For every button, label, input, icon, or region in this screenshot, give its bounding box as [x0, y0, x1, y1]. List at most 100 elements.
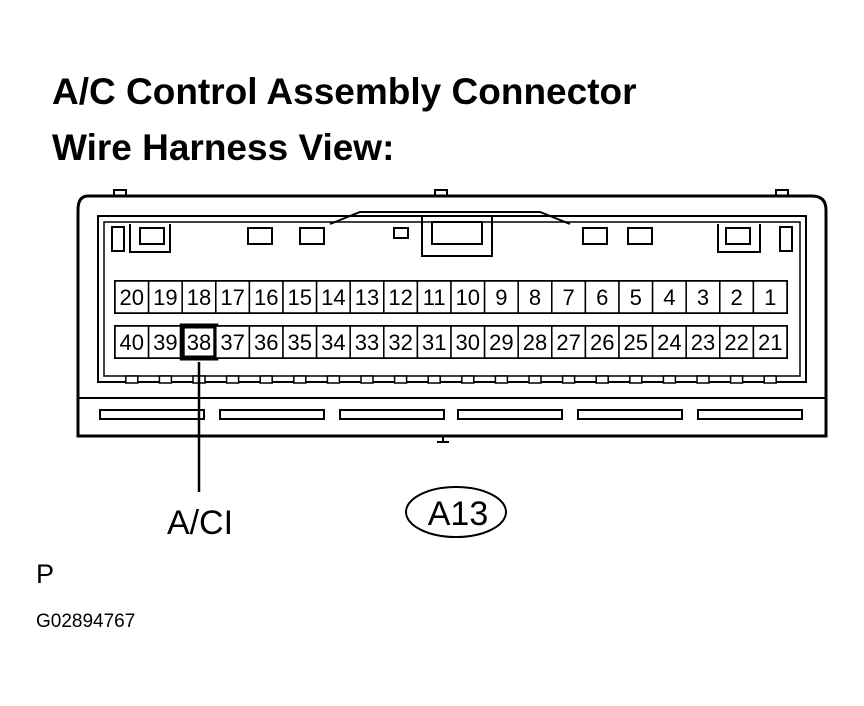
pin-number-label: 32 — [388, 330, 412, 355]
pin-cell — [282, 325, 318, 359]
pin-number-label: 29 — [489, 330, 513, 355]
pin-signal-label: A/CI — [167, 504, 233, 542]
housing-tooth — [461, 375, 475, 384]
housing-tooth — [225, 375, 240, 384]
pin-cell — [349, 325, 385, 359]
pin-number-label: 25 — [624, 330, 648, 355]
pin-number-label: 30 — [456, 330, 480, 355]
pin-number-label: 2 — [730, 285, 742, 310]
pin-number-label: 9 — [495, 285, 507, 310]
pin-cell — [215, 280, 251, 314]
pin-number-label: 11 — [423, 285, 446, 310]
pin-cell — [584, 280, 620, 314]
pin-number-label: 16 — [254, 285, 278, 310]
pin-cell — [349, 280, 385, 314]
pin-number-label: 8 — [529, 285, 541, 310]
pin-cell — [685, 325, 721, 359]
pin-cell — [416, 325, 452, 359]
housing-tooth — [125, 375, 139, 384]
pin-number-label: 20 — [120, 285, 144, 310]
pin-cell — [483, 325, 519, 359]
pin-cell — [315, 280, 351, 314]
pin-number-label: 26 — [590, 330, 614, 355]
diagram-title-line-2: Wire Harness View: — [52, 127, 395, 168]
housing-tooth — [494, 375, 509, 384]
pin-number-label: 12 — [388, 285, 412, 310]
pin-number-label: 1 — [764, 285, 776, 310]
pin-cell — [114, 280, 150, 314]
pin-cell — [248, 325, 284, 359]
pin-cell — [114, 325, 150, 359]
pin-number-label: 38 — [187, 330, 211, 355]
housing-tooth — [427, 375, 441, 384]
pin-cell — [685, 280, 721, 314]
pin-number-label: 28 — [523, 330, 547, 355]
housing-tooth — [528, 375, 542, 384]
connector-housing — [76, 189, 828, 443]
pin-number-label: 13 — [355, 285, 379, 310]
pin-number-label: 14 — [321, 285, 345, 310]
pin-cell — [483, 280, 519, 314]
pin-number-label: 18 — [187, 285, 211, 310]
pin-number-label: 27 — [556, 330, 580, 355]
housing-tooth — [763, 375, 777, 384]
pin-number-label: 23 — [691, 330, 715, 355]
pin-cell — [719, 325, 755, 359]
housing-tooth — [293, 375, 307, 384]
pin-number-label: 33 — [355, 330, 379, 355]
pin-cell — [147, 280, 183, 314]
housing-latches — [111, 211, 793, 257]
pin-cell — [651, 280, 687, 314]
pin-number-label: 7 — [562, 285, 574, 310]
connector-code-label: A13 — [428, 495, 489, 533]
pin-number-label: 6 — [596, 285, 608, 310]
pin-number-label: 17 — [220, 285, 244, 310]
pin-number-label: 39 — [153, 330, 177, 355]
pin-number-label: 3 — [697, 285, 709, 310]
pin-number-label: 5 — [630, 285, 642, 310]
pin-number-label: 37 — [220, 330, 244, 355]
pin-number-label: 22 — [724, 330, 748, 355]
pin-cell — [416, 280, 452, 314]
pin-cell — [383, 280, 419, 314]
housing-tooth — [561, 375, 576, 384]
pin-number-label: 4 — [663, 285, 675, 310]
pin-number-label: 34 — [321, 330, 345, 355]
pin-cell — [752, 325, 788, 359]
housing-tooth — [259, 375, 273, 384]
pin-cell — [551, 325, 587, 359]
housing-tooth — [360, 375, 374, 384]
pin-cell — [719, 280, 755, 314]
housing-tooth — [158, 375, 173, 384]
diagram-title-line-1: A/C Control Assembly Connector — [52, 71, 637, 112]
figure-id: G02894767 — [36, 611, 136, 632]
pin-cell — [450, 280, 486, 314]
pin-number-label: 24 — [657, 330, 681, 355]
housing-tooth — [629, 375, 643, 384]
housing-tooth — [393, 375, 408, 384]
pin-number-label: 10 — [456, 285, 480, 310]
pin-number-label: 15 — [288, 285, 312, 310]
pin-number-label: 40 — [120, 330, 144, 355]
housing-slots — [99, 409, 803, 420]
pin-cell — [517, 280, 553, 314]
housing-tooth — [326, 375, 341, 384]
pin-cell — [618, 325, 654, 359]
housing-tooth — [729, 375, 744, 384]
pin-cell — [551, 280, 587, 314]
pin-number-label: 19 — [153, 285, 177, 310]
housing-tooth — [595, 375, 609, 384]
housing-tooth — [662, 375, 677, 384]
housing-tooth — [696, 375, 710, 384]
page-letter: P — [36, 559, 55, 589]
pin-number-label: 35 — [288, 330, 312, 355]
pin-number-label: 21 — [758, 330, 782, 355]
pin-cell — [282, 280, 318, 314]
pin-cell — [215, 325, 251, 359]
pin-cell — [752, 280, 788, 314]
pin-number-label: 31 — [422, 330, 446, 355]
housing-teeth — [125, 375, 777, 384]
pin-number-label: 36 — [254, 330, 278, 355]
